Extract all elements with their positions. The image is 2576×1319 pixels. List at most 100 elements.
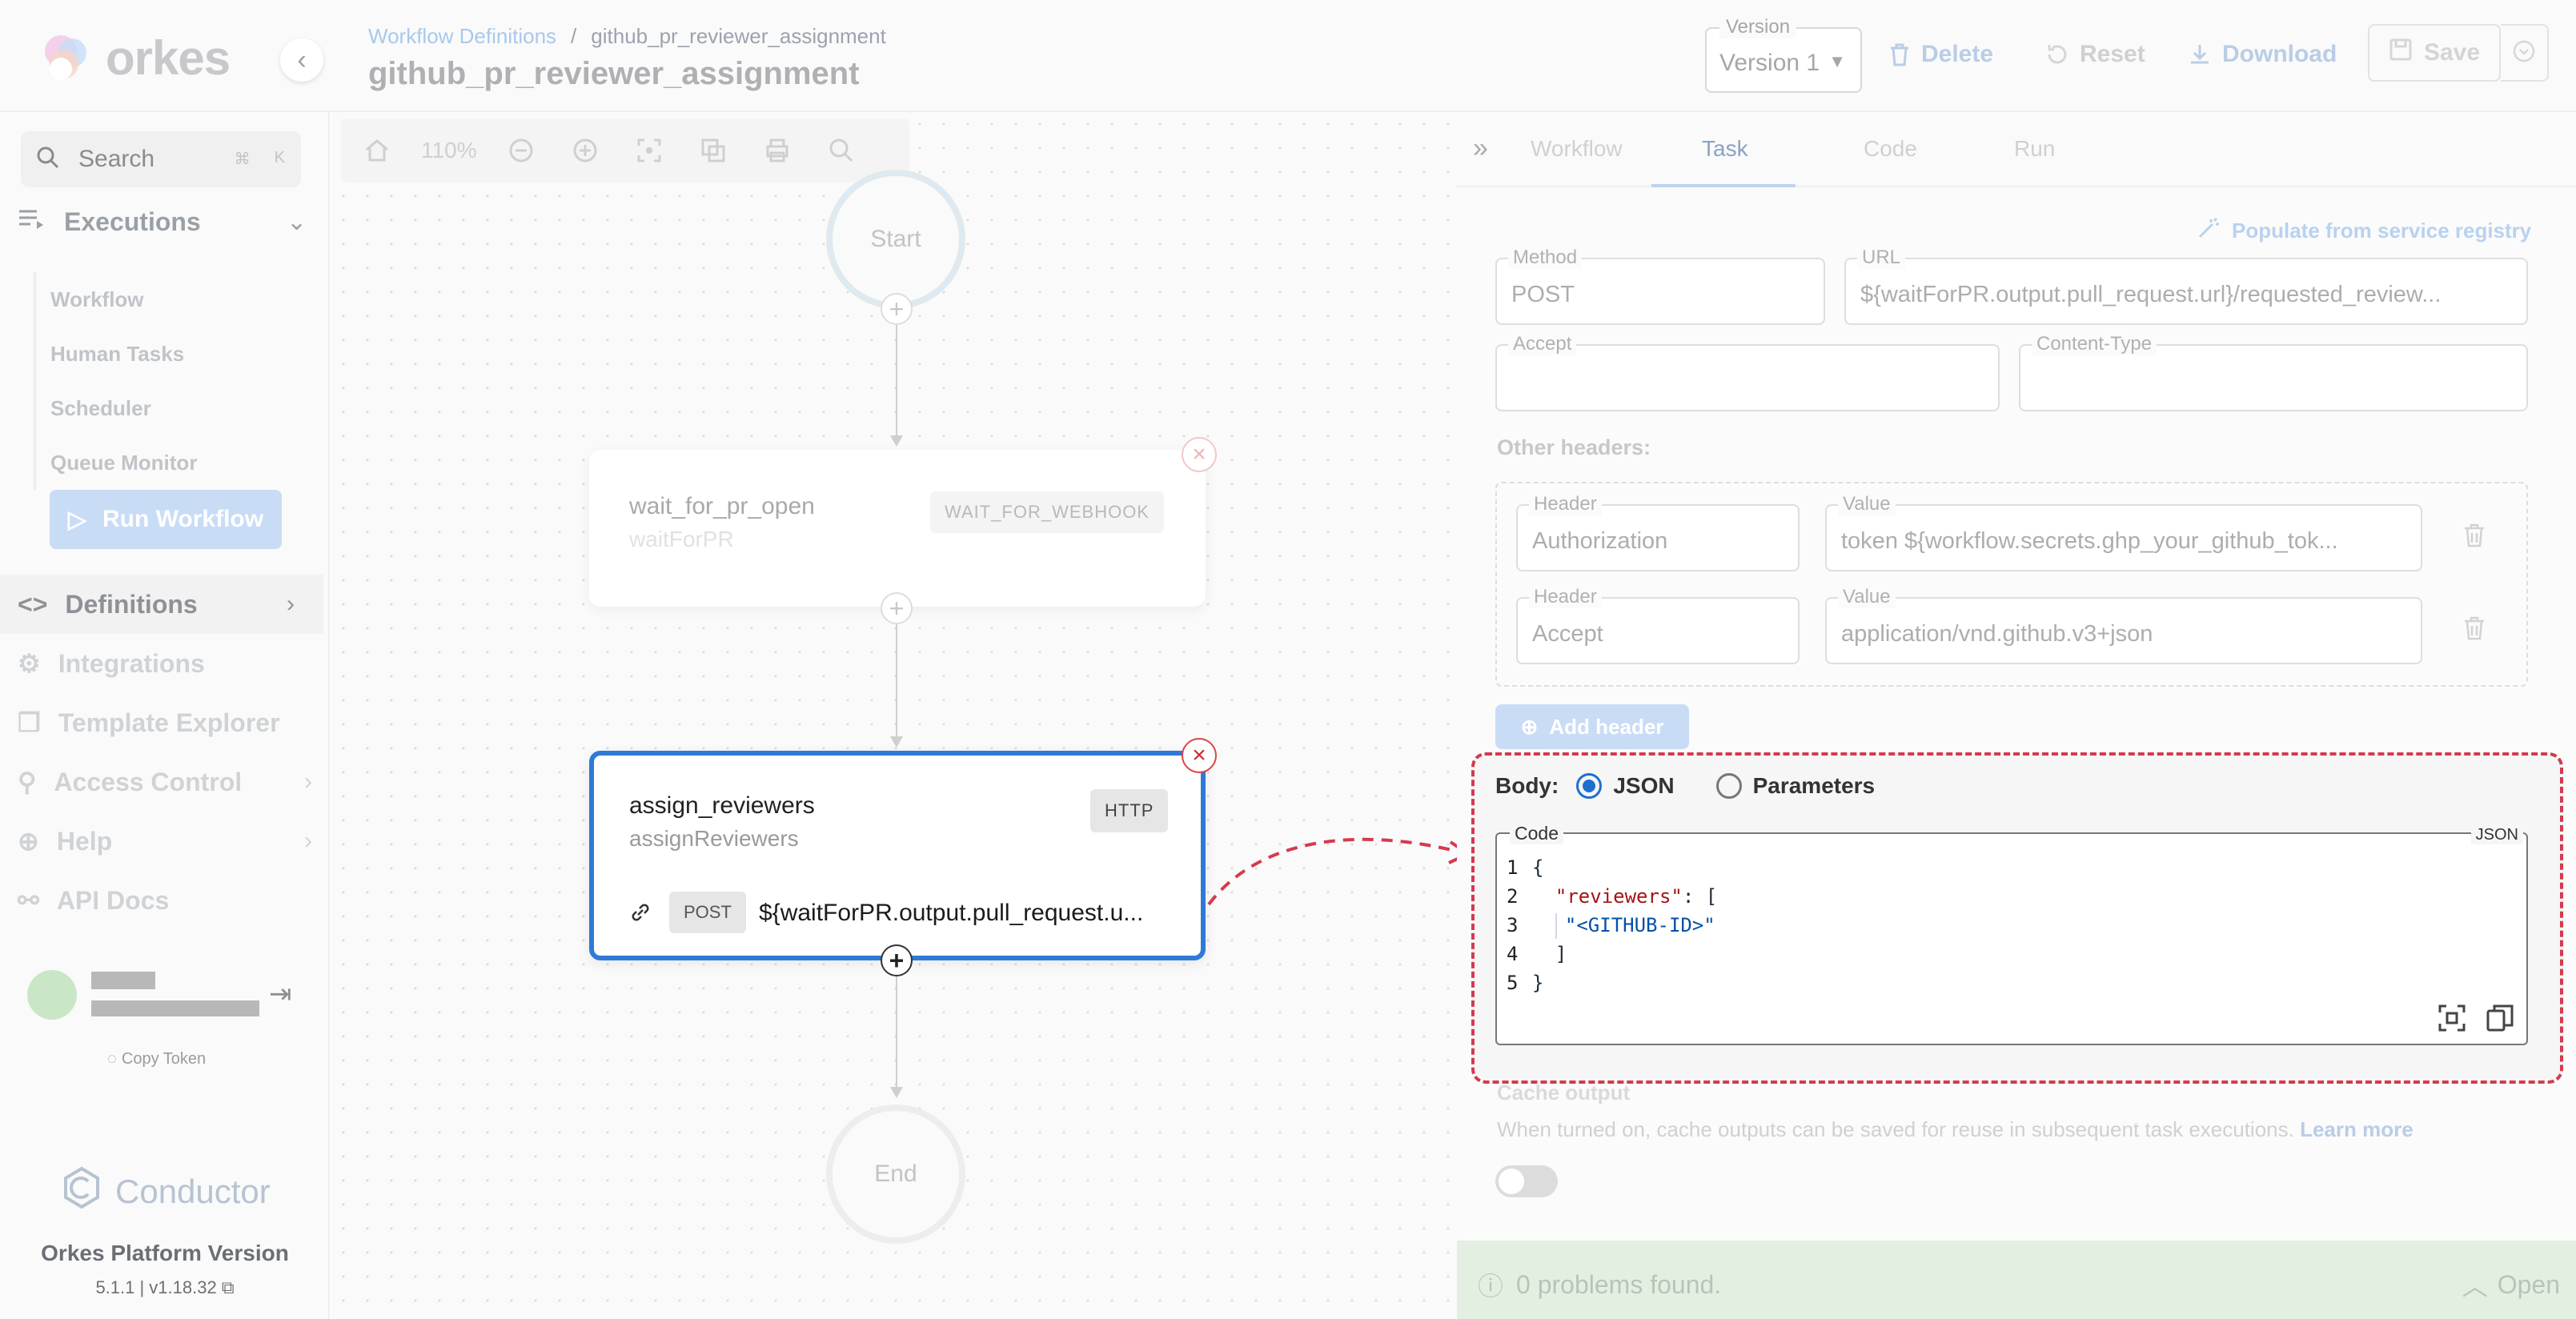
canvas-toolbar: 110% [341, 118, 909, 182]
task-node-wait-for-pr-open[interactable]: wait_for_pr_open waitForPR WAIT_FOR_WEBH… [589, 450, 1206, 607]
nav-template-explorer[interactable]: ❐ Template Explorer [18, 693, 280, 752]
edge-arrow [890, 1087, 903, 1098]
reset-icon [2044, 42, 2070, 67]
body-parameters-option[interactable]: Parameters [1715, 773, 1875, 799]
page-title: github_pr_reviewer_assignment [368, 56, 860, 91]
url-label: URL [1857, 247, 1906, 269]
add-header-button[interactable]: ⊕ Add header [1495, 704, 1689, 749]
collapse-sidebar-button[interactable]: ‹ [280, 38, 323, 82]
url-field[interactable]: URL ${waitForPR.output.pull_request.url}… [1844, 247, 2528, 325]
method-field[interactable]: Method POST [1495, 247, 1825, 325]
sidebar-item-scheduler[interactable]: Scheduler [50, 396, 151, 420]
body-json-option[interactable]: JSON [1576, 773, 1675, 799]
save-button[interactable]: Save [2368, 24, 2501, 82]
sidebar-item-workflow[interactable]: Workflow [50, 287, 144, 311]
expand-panel-icon[interactable]: » [1473, 133, 1488, 163]
value-label: Value [1838, 586, 1896, 608]
zoom-in-icon[interactable] [565, 130, 605, 170]
nav-help[interactable]: ⊕ Help › [18, 812, 312, 871]
plus-circle-icon: ⊕ [1520, 714, 1539, 739]
header-name-field[interactable]: Header Authorization [1516, 493, 1800, 571]
remove-task-icon[interactable]: × [1182, 437, 1217, 472]
chevron-up-icon: ︿ [2462, 1272, 2488, 1301]
chevron-right-icon: › [287, 591, 295, 617]
zoom-out-icon[interactable] [501, 130, 541, 170]
reset-button[interactable]: Reset [2044, 35, 2145, 74]
fullscreen-icon[interactable] [2437, 1003, 2469, 1035]
delete-header-icon[interactable] [2462, 522, 2486, 553]
content-type-label: Content-Type [2032, 333, 2157, 355]
cache-desc-text: When turned on, cache outputs can be sav… [1497, 1117, 2294, 1141]
add-task-button[interactable]: + [881, 293, 913, 325]
add-task-button[interactable]: + [881, 944, 913, 976]
open-problems-button[interactable]: ︿ Open [2462, 1266, 2560, 1303]
header-value-field[interactable]: Value application/vnd.github.v3+json [1825, 586, 2422, 664]
avatar[interactable] [27, 970, 77, 1020]
nav-api-docs[interactable]: ⚯ API Docs [18, 871, 169, 930]
breadcrumb-workflow-definitions[interactable]: Workflow Definitions [368, 24, 557, 48]
home-icon[interactable] [357, 130, 397, 170]
sidebar-item-queue-monitor[interactable]: Queue Monitor [50, 451, 198, 475]
remove-task-icon[interactable]: × [1182, 738, 1217, 773]
tab-run[interactable]: Run [2014, 136, 2056, 161]
executions-icon [18, 206, 46, 237]
copy-icon[interactable] [2485, 1003, 2517, 1035]
code-label: Code [1510, 823, 1563, 844]
code-line: 2 "reviewers": [ [1507, 885, 1718, 908]
access-control-icon: ⚲ [18, 768, 37, 796]
content-type-field[interactable]: Content-Type [2019, 333, 2528, 411]
task-node-assign-reviewers[interactable]: assign_reviewers assignReviewers HTTP PO… [589, 751, 1206, 960]
template-explorer-label: Template Explorer [58, 708, 280, 737]
tab-task[interactable]: Task [1702, 136, 1748, 161]
fit-screen-icon[interactable] [629, 130, 669, 170]
problems-text: 0 problems found. [1516, 1269, 1722, 1299]
nav-executions[interactable]: Executions ⌄ [18, 206, 307, 237]
copy-icon[interactable] [693, 130, 733, 170]
start-node[interactable]: Start [826, 170, 965, 309]
magic-wand-icon [2197, 216, 2221, 246]
version-select[interactable]: Version Version 1 ▼ [1705, 16, 1862, 93]
sidebar: Search ⌘ K Executions ⌄ Workflow Human T… [0, 112, 330, 1319]
logout-icon[interactable]: ⇥ [269, 979, 292, 1009]
end-node[interactable]: End [826, 1105, 965, 1244]
delete-button[interactable]: Delete [1888, 35, 1993, 74]
search-shortcut: ⌘ K [235, 149, 285, 169]
copy-token-button[interactable]: ◌ Copy Token [107, 1050, 206, 1068]
cache-output-title: Cache output [1497, 1080, 1631, 1105]
search-input[interactable]: Search ⌘ K [21, 131, 301, 187]
print-icon[interactable] [757, 130, 797, 170]
search-icon[interactable] [821, 130, 861, 170]
radio-unselected-icon[interactable] [1715, 773, 1742, 799]
delete-header-icon[interactable] [2462, 615, 2486, 646]
nav-definitions[interactable]: <> Definitions › [0, 575, 323, 634]
end-label: End [874, 1161, 917, 1187]
nav-access-control[interactable]: ⚲ Access Control › [18, 752, 312, 812]
header-value-field[interactable]: Value token ${workflow.secrets.ghp_your_… [1825, 493, 2422, 571]
run-workflow-button[interactable]: ▷ Run Workflow [50, 490, 282, 549]
tab-code[interactable]: Code [1864, 136, 1917, 161]
orkes-logo[interactable]: orkes [37, 29, 231, 86]
header-name-field[interactable]: Header Accept [1516, 586, 1800, 664]
add-task-button[interactable]: + [881, 592, 913, 624]
download-button[interactable]: Download [2187, 35, 2337, 74]
learn-more-link[interactable]: Learn more [2300, 1117, 2413, 1141]
tab-workflow[interactable]: Workflow [1531, 136, 1623, 161]
edge-line [896, 976, 897, 1090]
open-label: Open [2497, 1269, 2560, 1299]
save-options-button[interactable] [2501, 24, 2549, 82]
executions-label: Executions [64, 206, 201, 236]
search-icon [35, 145, 61, 174]
cache-output-toggle[interactable] [1495, 1165, 1558, 1197]
radio-selected-icon[interactable] [1576, 773, 1603, 799]
nav-integrations[interactable]: ⚙ Integrations [18, 634, 205, 693]
populate-from-registry-button[interactable]: Populate from service registry [2197, 216, 2531, 246]
http-url: ${waitForPR.output.pull_request.u... [759, 900, 1143, 926]
run-workflow-label: Run Workflow [102, 506, 264, 532]
breadcrumb-separator: / [571, 24, 577, 48]
workflow-canvas[interactable]: 110% Start + wait_for_pr_open waitForPR … [331, 112, 1457, 1319]
code-content[interactable]: 1{ 2 "reviewers": [ 3 "<GITHUB-ID>" 4 ] … [1507, 853, 1717, 997]
code-editor[interactable]: Code JSON 1{ 2 "reviewers": [ 3 "<GITHUB… [1495, 823, 2528, 1045]
sidebar-item-human-tasks[interactable]: Human Tasks [50, 342, 185, 366]
accept-field[interactable]: Accept [1495, 333, 2000, 411]
copy-icon[interactable]: ⧉ [221, 1277, 235, 1297]
